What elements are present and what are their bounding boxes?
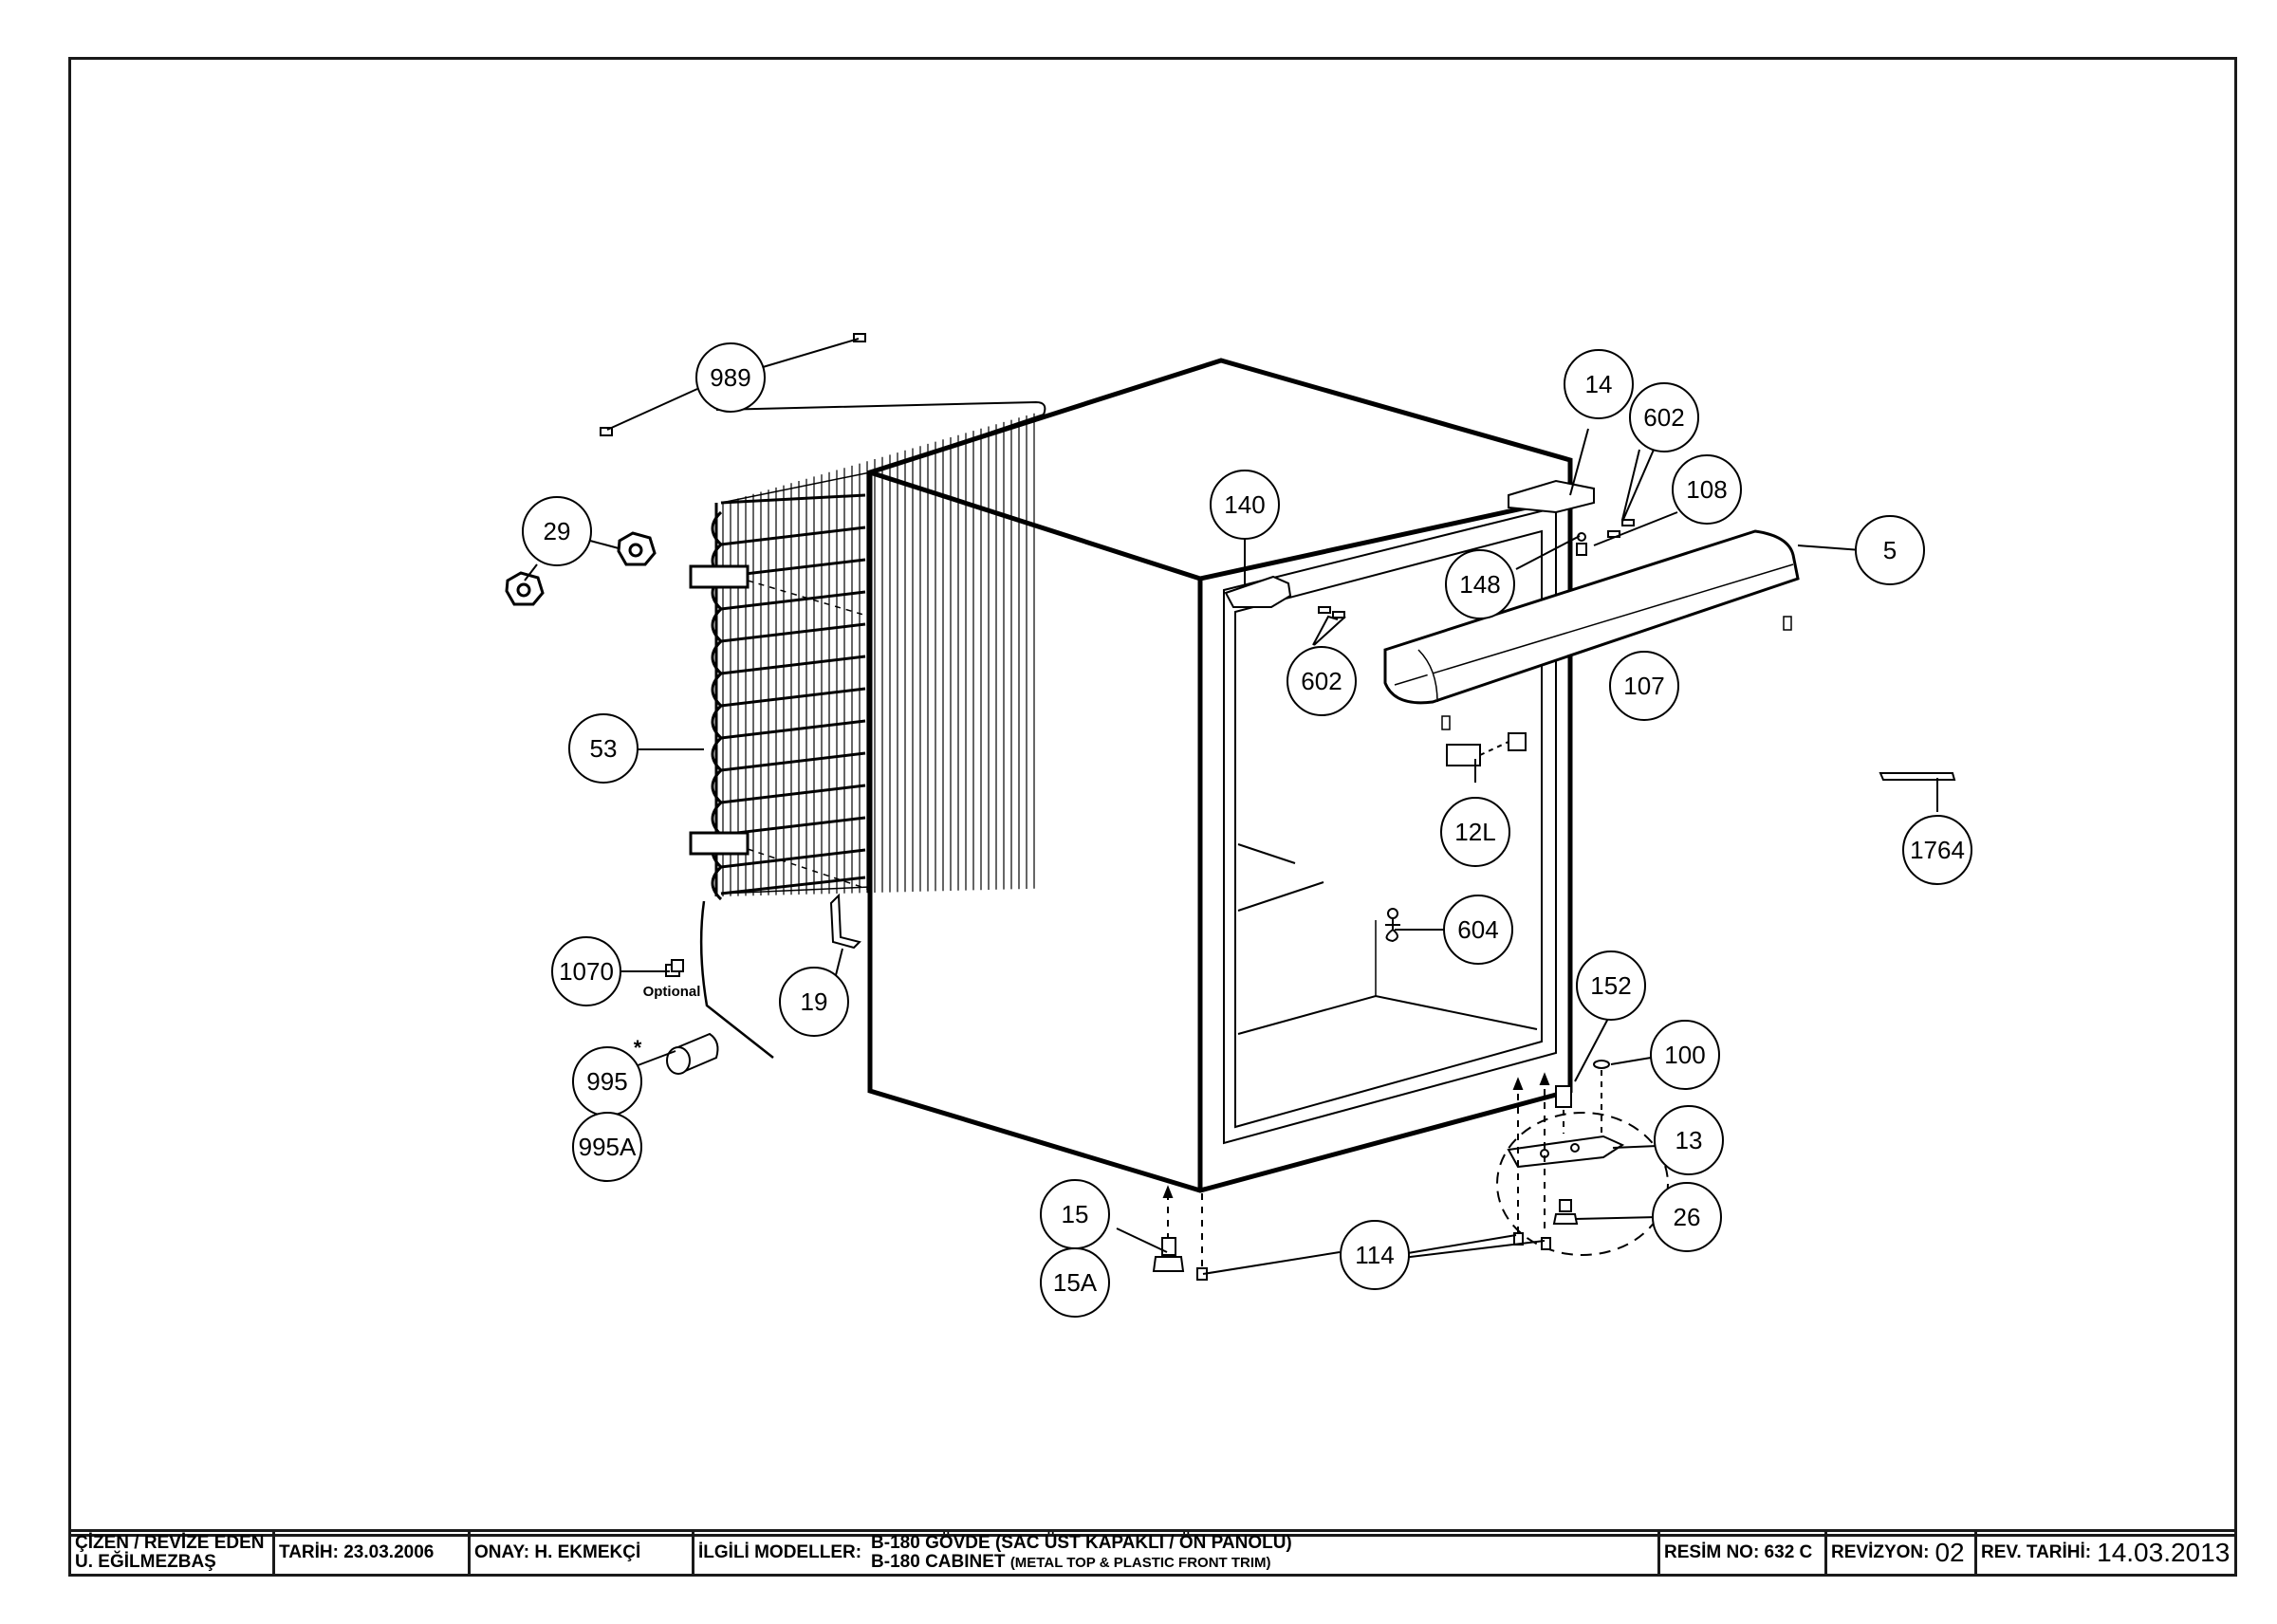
optional-note: Optional — [643, 984, 701, 1000]
drawing-frame — [68, 57, 2237, 1537]
revision-value: 02 — [1935, 1538, 1965, 1567]
part-604 — [1385, 908, 1400, 943]
svg-text:989: 989 — [710, 363, 750, 392]
date-cell: TARİH: 23.03.2006 — [275, 1532, 471, 1574]
date-text: TARİH: 23.03.2006 — [279, 1542, 435, 1562]
asterisk-note: * — [634, 1036, 642, 1060]
bracket-19 — [829, 893, 861, 950]
drawing-number: RESİM NO: 632 C — [1664, 1542, 1813, 1562]
svg-text:114: 114 — [1355, 1241, 1394, 1269]
svg-text:53: 53 — [590, 734, 618, 763]
capacitor-995 — [666, 1032, 719, 1075]
callout-604: 604 — [1443, 895, 1513, 965]
svg-text:107: 107 — [1623, 672, 1664, 700]
svg-text:995A: 995A — [579, 1133, 637, 1161]
screw-989-parts — [600, 333, 866, 436]
callout-140: 140 — [1210, 470, 1280, 540]
svg-text:602: 602 — [1643, 403, 1684, 432]
callout-29: 29 — [522, 496, 592, 566]
svg-text:26: 26 — [1674, 1203, 1701, 1231]
svg-text:152: 152 — [1590, 971, 1631, 1000]
svg-text:15A: 15A — [1053, 1268, 1098, 1297]
model-title-en: B-180 CABINET — [871, 1551, 1006, 1572]
rev-date-label: REV. TARİHİ: — [1981, 1542, 2092, 1562]
svg-text:604: 604 — [1457, 915, 1498, 944]
svg-text:14: 14 — [1585, 370, 1613, 398]
svg-text:12L: 12L — [1454, 818, 1495, 846]
switch-12l — [1446, 732, 1527, 766]
models-cell: İLGİLİ MODELLER: B-180 GÖVDE (SAC ÜST KA… — [694, 1532, 1660, 1574]
callout-13: 13 — [1654, 1105, 1724, 1175]
callout-15a: 15A — [1040, 1247, 1110, 1318]
svg-text:19: 19 — [801, 987, 828, 1016]
callout-989: 989 — [695, 342, 766, 413]
svg-text:15: 15 — [1062, 1200, 1089, 1228]
callout-107: 107 — [1609, 651, 1679, 721]
svg-text:13: 13 — [1675, 1126, 1703, 1154]
condenser-coil — [689, 400, 1046, 1059]
bottom-hinge-parts — [1496, 1060, 1669, 1256]
callout-995: 995 — [572, 1046, 642, 1116]
callout-1070: 1070 — [551, 936, 621, 1006]
callout-1764: 1764 — [1902, 815, 1972, 885]
svg-text:602: 602 — [1301, 667, 1342, 695]
title-block: ÇİZEN / REVİZE EDEN U. EĞİLMEZBAŞ TARİH:… — [68, 1529, 2237, 1577]
callout-114: 114 — [1340, 1220, 1410, 1290]
svg-text:995: 995 — [586, 1067, 627, 1096]
cabinet-body — [867, 358, 1573, 1193]
models-label: İLGİLİ MODELLER: — [698, 1542, 862, 1562]
svg-text:140: 140 — [1224, 490, 1265, 519]
part-1070 — [665, 959, 684, 977]
callout-108: 108 — [1672, 454, 1742, 525]
drawn-by-label: ÇİZEN / REVİZE EDEN — [75, 1533, 265, 1553]
callout-14: 14 — [1564, 349, 1634, 419]
part-1764 — [1879, 772, 1956, 781]
approval-text: ONAY: H. EKMEKÇİ — [474, 1542, 641, 1562]
callout-148: 148 — [1445, 549, 1515, 619]
svg-text:1764: 1764 — [1910, 836, 1965, 864]
drawing-number-cell: RESİM NO: 632 C — [1660, 1532, 1827, 1574]
drawn-by-cell: ÇİZEN / REVİZE EDEN U. EĞİLMEZBAŞ — [71, 1532, 275, 1574]
svg-text:148: 148 — [1459, 570, 1500, 599]
foot-15 — [1152, 1185, 1208, 1281]
callouts: 989 29 53 1070 995 995A 19 140 602 14 60… — [522, 342, 1972, 1318]
clip-29-parts — [505, 531, 657, 606]
callout-5: 5 — [1855, 515, 1925, 585]
callout-19: 19 — [779, 967, 849, 1037]
callout-15: 15 — [1040, 1179, 1110, 1249]
approval-cell: ONAY: H. EKMEKÇİ — [471, 1532, 694, 1574]
callout-152: 152 — [1576, 950, 1646, 1021]
callout-26: 26 — [1652, 1182, 1722, 1252]
svg-text:5: 5 — [1883, 536, 1897, 564]
callout-53: 53 — [568, 713, 639, 784]
svg-text:1070: 1070 — [559, 957, 614, 986]
rev-date-value: 14.03.2013 — [2097, 1538, 2231, 1567]
model-title-tr: B-180 GÖVDE (SAC ÜST KAPAKLI / ÖN PANOLU… — [871, 1532, 1292, 1553]
callout-602-right: 602 — [1629, 382, 1699, 452]
front-trim-5 — [1383, 529, 1800, 730]
callout-12l: 12L — [1440, 797, 1510, 867]
svg-text:29: 29 — [544, 517, 571, 545]
revision-cell: REVİZYON:02 — [1827, 1532, 1977, 1574]
callout-100: 100 — [1650, 1020, 1720, 1090]
svg-text:108: 108 — [1686, 475, 1727, 504]
drawn-by-name: U. EĞİLMEZBAŞ — [75, 1552, 216, 1572]
callout-602-left: 602 — [1287, 646, 1357, 716]
callout-995a: 995A — [572, 1112, 642, 1182]
model-title-en-sub: (METAL TOP & PLASTIC FRONT TRIM) — [1009, 1554, 1271, 1571]
rev-date-cell: REV. TARİHİ:14.03.2013 — [1977, 1532, 2234, 1574]
revision-label: REVİZYON: — [1831, 1542, 1930, 1562]
svg-text:100: 100 — [1664, 1041, 1705, 1069]
